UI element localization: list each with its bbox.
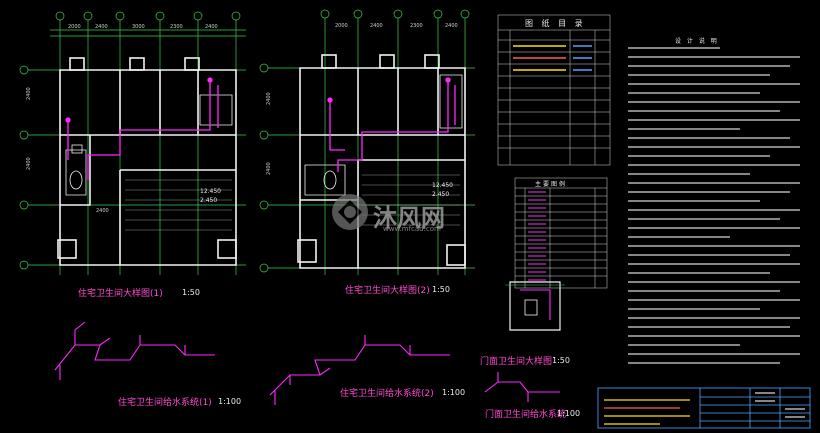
plan-2-scale: 1:50 — [432, 285, 450, 294]
door-plan-scale: 1:50 — [552, 356, 570, 365]
watermark-logo-icon — [332, 194, 368, 230]
door-plan-title: 门面卫生间大样图 — [480, 357, 553, 367]
notes-header: 设 计 说 明 — [675, 38, 719, 45]
system-2-scale: 1:100 — [442, 388, 466, 397]
door-system-title: 门面卫生间给水系统 — [485, 410, 567, 420]
system-1-title: 住宅卫生间给水系统(1) — [118, 398, 212, 408]
plan-2-elevation-bottom: 2.450 — [432, 191, 450, 198]
index-table-entries — [513, 45, 592, 71]
plan-2-grid-axes — [259, 9, 475, 275]
svg-text:2400: 2400 — [266, 162, 272, 175]
svg-text:2300: 2300 — [170, 24, 183, 30]
index-table-grid — [497, 14, 611, 166]
svg-text:2400: 2400 — [370, 23, 383, 29]
system-1-scale: 1:100 — [218, 397, 242, 406]
svg-text:2000: 2000 — [68, 24, 81, 30]
legend-table-grid — [514, 177, 608, 289]
svg-text:3000: 3000 — [132, 24, 145, 30]
svg-text:2400: 2400 — [445, 23, 458, 29]
legend-table-symbols — [528, 191, 546, 281]
notes-text-lines — [628, 47, 800, 364]
plan-2-elevation-top: 12.450 — [432, 182, 453, 189]
svg-text:2000: 2000 — [335, 23, 348, 29]
plan-1-walls — [57, 57, 237, 266]
watermark-url: www.mfcad.com — [383, 225, 441, 233]
svg-text:2400: 2400 — [96, 208, 109, 214]
index-table-header: 图 纸 目 录 — [525, 19, 586, 28]
svg-text:2400: 2400 — [26, 157, 32, 170]
plan-1-elevation-bottom: 2.450 — [200, 197, 218, 204]
svg-text:2400: 2400 — [26, 87, 32, 100]
door-plan-drawing — [505, 281, 565, 331]
svg-text:2400: 2400 — [95, 24, 108, 30]
watermark-name: 沐风网 — [373, 204, 445, 232]
plan-1-dimensions: 2000 2400 3000 2300 2400 2400 2400 2400 — [26, 24, 218, 214]
system-2-title: 住宅卫生间给水系统(2) — [340, 389, 434, 399]
plan-1-hatching — [125, 179, 232, 231]
plan-1-title: 住宅卫生间大样图(1) — [78, 289, 163, 299]
plan-2-hatching — [362, 174, 460, 226]
svg-text:2300: 2300 — [410, 23, 423, 29]
svg-text:2400: 2400 — [205, 24, 218, 30]
plan-1-elevation-top: 12.450 — [200, 188, 221, 195]
plan-2-walls — [297, 54, 466, 269]
title-block-text — [604, 392, 805, 425]
system-2-isometric — [269, 335, 450, 405]
door-system-scale: 1:100 — [557, 409, 581, 418]
system-1-isometric — [54, 321, 215, 380]
plan-1-grid-axes — [19, 11, 246, 275]
plan-2-dimensions: 2000 2400 2300 2400 2400 2400 — [266, 23, 458, 175]
svg-text:2400: 2400 — [266, 92, 272, 105]
title-block — [597, 387, 811, 429]
plan-1-water-pipes — [65, 77, 219, 180]
plan-1-scale: 1:50 — [182, 288, 200, 297]
plan-2-title: 住宅卫生间大样图(2) — [345, 286, 430, 296]
door-system-isometric — [484, 372, 560, 402]
legend-table-header: 主要图例 — [535, 181, 568, 188]
plan-2-water-pipes — [327, 77, 456, 172]
